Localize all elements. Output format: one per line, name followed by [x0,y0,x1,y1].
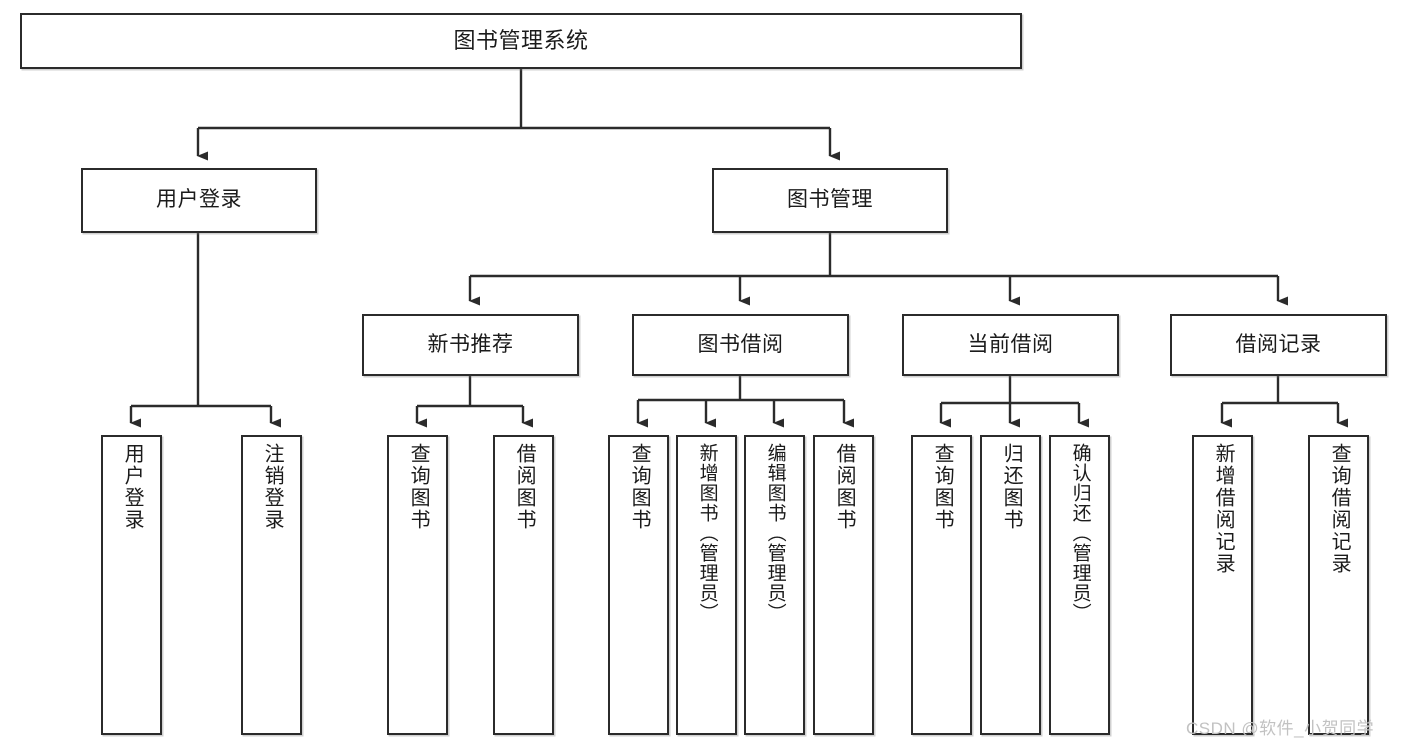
leaf-query-borrow-record[interactable]: 查询借阅记录 [1308,435,1369,735]
leaf-borrow-book-2[interactable]: 借阅图书 [813,435,874,735]
leaf-query-book-1[interactable]: 查询图书 [387,435,448,735]
node-root-label: 图书管理系统 [453,28,589,54]
node-user-login[interactable]: 用户登录 [81,168,317,233]
leaf-return-book-label: 归还图书 [1000,443,1023,531]
node-borrow-record[interactable]: 借阅记录 [1170,314,1387,376]
leaf-query-borrow-record-label: 查询借阅记录 [1328,443,1351,575]
node-new-book-recommend-label: 新书推荐 [427,332,514,356]
leaf-edit-book-admin-label: 编辑图书（管理员） [764,443,786,623]
node-new-book-recommend[interactable]: 新书推荐 [362,314,579,376]
node-book-manage-label: 图书管理 [787,188,873,212]
node-root[interactable]: 图书管理系统 [20,13,1022,69]
leaf-query-book-3[interactable]: 查询图书 [911,435,972,735]
leaf-return-book[interactable]: 归还图书 [980,435,1041,735]
leaf-query-book-1-label: 查询图书 [407,443,430,531]
leaf-add-book-admin-label: 新增图书（管理员） [696,443,718,623]
watermark: CSDN @软件_小贺同学 [1186,719,1375,738]
node-book-borrow[interactable]: 图书借阅 [632,314,849,376]
leaf-add-borrow-record-label: 新增借阅记录 [1212,443,1235,575]
leaf-add-book-admin[interactable]: 新增图书（管理员） [676,435,737,735]
leaf-edit-book-admin[interactable]: 编辑图书（管理员） [744,435,805,735]
leaf-confirm-return-admin-label: 确认归还（管理员） [1069,443,1091,623]
leaf-user-login[interactable]: 用户登录 [101,435,162,735]
node-borrow-record-label: 借阅记录 [1235,332,1322,356]
node-current-borrow[interactable]: 当前借阅 [902,314,1119,376]
node-user-login-label: 用户登录 [156,188,242,212]
node-current-borrow-label: 当前借阅 [967,332,1054,356]
node-book-manage[interactable]: 图书管理 [712,168,948,233]
leaf-logout-login[interactable]: 注销登录 [241,435,302,735]
leaf-query-book-2-label: 查询图书 [628,443,651,531]
leaf-borrow-book-1-label: 借阅图书 [513,443,536,531]
leaf-query-book-2[interactable]: 查询图书 [608,435,669,735]
node-book-borrow-label: 图书借阅 [697,332,784,356]
leaf-add-borrow-record[interactable]: 新增借阅记录 [1192,435,1253,735]
leaf-user-login-label: 用户登录 [121,443,144,531]
leaf-borrow-book-2-label: 借阅图书 [833,443,856,531]
leaf-borrow-book-1[interactable]: 借阅图书 [493,435,554,735]
leaf-query-book-3-label: 查询图书 [931,443,954,531]
leaf-confirm-return-admin[interactable]: 确认归还（管理员） [1049,435,1110,735]
leaf-logout-login-label: 注销登录 [261,443,284,531]
